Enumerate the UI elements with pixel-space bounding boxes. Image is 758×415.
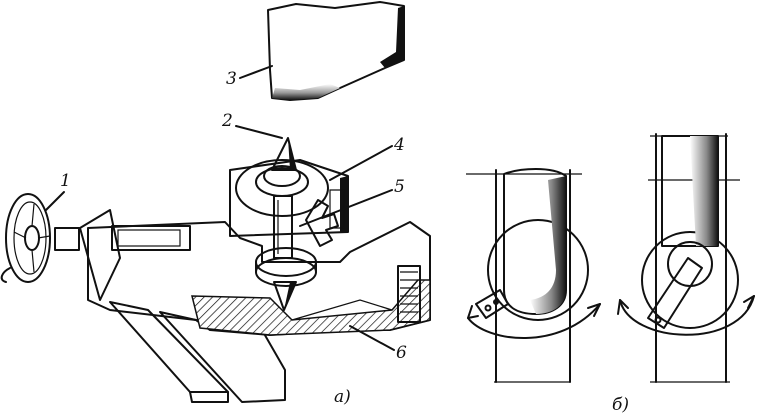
panel-b: б) (466, 133, 755, 415)
fixture-base (87, 159, 431, 403)
panel-a: 1 2 3 4 5 6 а) (0, 1, 431, 407)
svg-text:5: 5 (394, 177, 405, 197)
panel-b-right (617, 133, 755, 383)
callout-5: 5 (299, 177, 405, 227)
rotation-arrow-icon (467, 303, 601, 339)
callout-1: 1 (45, 171, 71, 211)
svg-text:4: 4 (393, 135, 405, 155)
callout-2: 2 (221, 111, 283, 139)
spindle-assembly (235, 137, 339, 311)
svg-text:1: 1 (60, 171, 71, 191)
panel-b-left (466, 168, 601, 383)
svg-text:6: 6 (396, 343, 407, 363)
svg-text:2: 2 (221, 111, 233, 131)
panel-a-label: а) (334, 387, 351, 407)
grinding-wheel-icon (267, 1, 405, 101)
handwheel-icon (0, 193, 51, 283)
callout-6: 6 (349, 325, 407, 363)
callout-4: 4 (329, 135, 405, 181)
rotation-arrow-icon (617, 295, 755, 336)
panel-b-label: б) (612, 395, 629, 415)
callout-3: 3 (226, 65, 273, 89)
lead-screw (54, 209, 191, 301)
svg-text:3: 3 (226, 69, 237, 89)
gear-icon (305, 199, 339, 247)
